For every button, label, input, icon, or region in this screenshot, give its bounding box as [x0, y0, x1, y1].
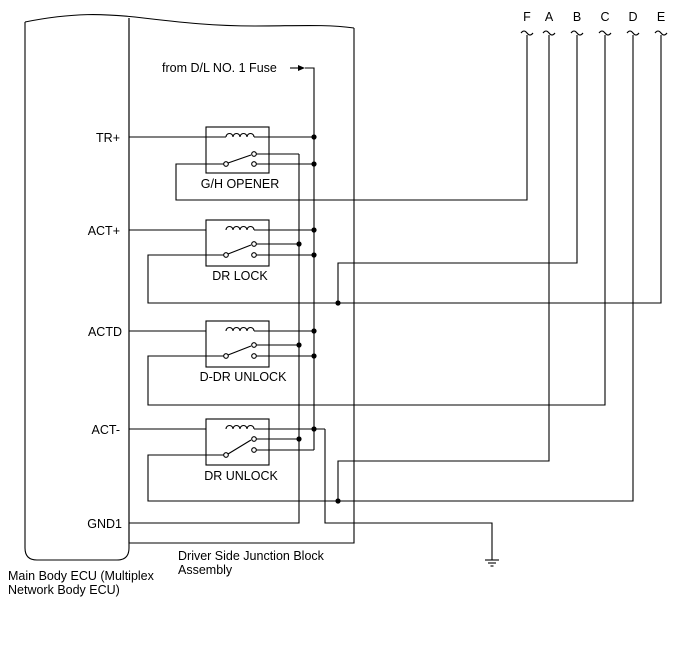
terminal-actd: ACTD	[88, 325, 122, 339]
ecu-name-line1: Main Body ECU (Multiplex	[8, 569, 155, 583]
connector-f: F	[523, 10, 531, 24]
relay-name-dr-unlock: DR UNLOCK	[204, 469, 278, 483]
relay-coil-icon	[225, 326, 255, 332]
relay-contact-icon	[223, 353, 229, 359]
junction-block-outline	[128, 18, 355, 544]
fuse-arrow-head	[298, 65, 305, 71]
relay-d-dr-unlock	[205, 320, 270, 368]
relay-contact-icon	[223, 452, 229, 458]
jb-name-line1: Driver Side Junction Block	[178, 549, 325, 563]
terminal-act-minus: ACT-	[92, 423, 120, 437]
relay-name-d-dr-unlock: D-DR UNLOCK	[200, 370, 287, 384]
connector-d: D	[628, 10, 637, 24]
relay-name-dr-lock: DR LOCK	[212, 269, 268, 283]
jb-name-line2: Assembly	[178, 563, 233, 577]
wire-ground	[324, 429, 493, 560]
relay-contact-icon	[223, 161, 229, 167]
relay-contact-icon	[223, 252, 229, 258]
wire-a	[337, 35, 550, 501]
relay-gh-opener	[205, 126, 270, 174]
wire-b	[337, 35, 578, 303]
fuse-label: from D/L NO. 1 Fuse	[162, 61, 277, 75]
terminal-tr-plus: TR+	[96, 131, 120, 145]
connector-a: A	[545, 10, 554, 24]
ground-bus	[129, 154, 300, 524]
main-body-ecu-outline	[24, 18, 130, 561]
ground-icon	[485, 559, 499, 567]
relay-coil-icon	[225, 132, 255, 138]
connector-e: E	[657, 10, 665, 24]
relay-dr-lock	[205, 219, 270, 267]
connector-b: B	[573, 10, 581, 24]
relay-coil-icon	[225, 225, 255, 231]
connector-break-icons	[520, 30, 668, 36]
relay-coil-icon	[225, 424, 255, 430]
relay-dr-unlock	[205, 418, 270, 466]
connector-c: C	[600, 10, 609, 24]
terminal-act-plus: ACT+	[88, 224, 120, 238]
fuse-bus	[305, 67, 315, 450]
torn-top-edge	[24, 14, 355, 29]
ecu-name-line2: Network Body ECU)	[8, 583, 120, 597]
terminal-gnd1: GND1	[87, 517, 122, 531]
relay-name-gh-opener: G/H OPENER	[201, 177, 280, 191]
